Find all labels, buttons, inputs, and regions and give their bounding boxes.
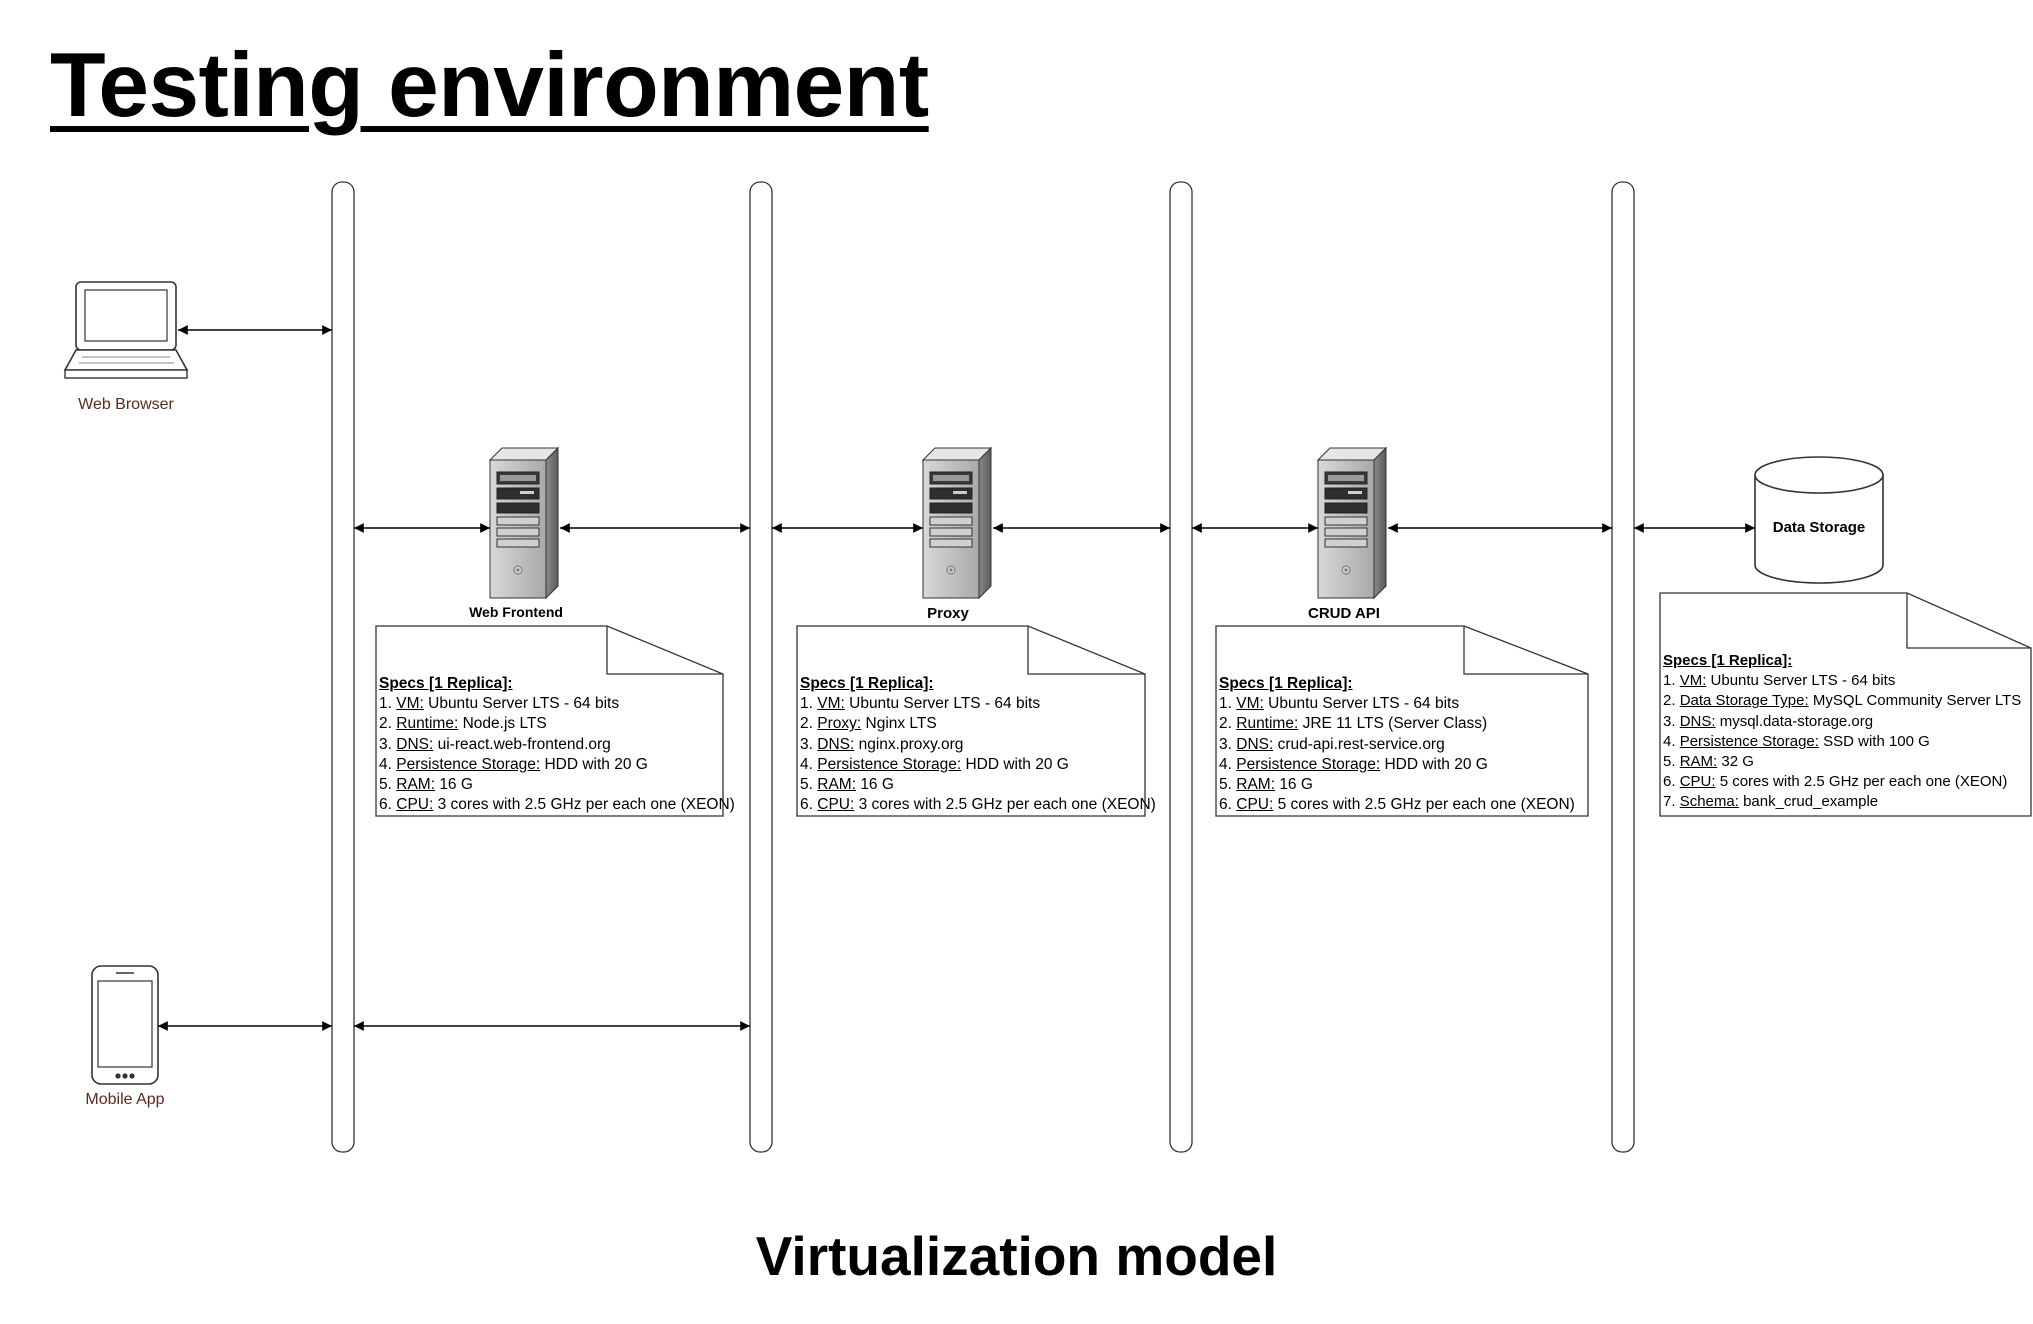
- crud-api-label: CRUD API: [1308, 605, 1380, 622]
- web-frontend-label: Web Frontend: [469, 604, 563, 620]
- lifeline-bar-4: [1611, 181, 1635, 1153]
- spec-line: 6. CPU: 3 cores with 2.5 GHz per each on…: [800, 796, 1156, 814]
- spec-line: 1. VM: Ubuntu Server LTS - 64 bits: [379, 695, 620, 713]
- specs-header: Specs [1 Replica]:: [1219, 675, 1353, 692]
- database-cylinder-icon: [1754, 456, 1884, 584]
- specs-header: Specs [1 Replica]:: [1663, 652, 1793, 669]
- specs-crud-api: Specs [1 Replica]: 1. VM: Ubuntu Server …: [1219, 674, 1575, 815]
- spec-line: 2. Data Storage Type: MySQL Community Se…: [1663, 692, 2022, 710]
- spec-line: 5. RAM: 32 G: [1663, 753, 1754, 771]
- lifeline-bar-2: [749, 181, 773, 1153]
- spec-line: 3. DNS: ui-react.web-frontend.org: [379, 735, 611, 753]
- spec-line: 7. Schema: bank_crud_example: [1663, 793, 1879, 811]
- web-browser-label: Web Browser: [78, 396, 174, 413]
- lifeline-bar-3: [1169, 181, 1193, 1153]
- spec-line: 4. Persistence Storage: HDD with 20 G: [379, 755, 648, 773]
- spec-line: 3. DNS: crud-api.rest-service.org: [1219, 735, 1445, 753]
- spec-line: 1. VM: Ubuntu Server LTS - 64 bits: [800, 695, 1041, 713]
- footer-title: Virtualization model: [755, 1225, 1278, 1287]
- spec-line: 4. Persistence Storage: HDD with 20 G: [1219, 755, 1488, 773]
- server-tower-icon-proxy: [922, 447, 992, 599]
- specs-header: Specs [1 Replica]:: [800, 675, 934, 692]
- laptop-icon: [63, 281, 189, 379]
- spec-note-proxy: [796, 625, 1146, 817]
- proxy-label: Proxy: [927, 605, 969, 622]
- specs-data-storage: Specs [1 Replica]: 1. VM: Ubuntu Server …: [1663, 651, 2021, 813]
- spec-note-crud-api: [1215, 625, 1589, 817]
- spec-note-web-frontend: [375, 625, 724, 817]
- spec-line: 5. RAM: 16 G: [379, 776, 473, 794]
- server-tower-icon-web-frontend: [489, 447, 559, 599]
- smartphone-icon: [91, 965, 159, 1085]
- spec-line: 2. Proxy: Nginx LTS: [800, 715, 937, 733]
- spec-line: 5. RAM: 16 G: [1219, 776, 1313, 794]
- spec-line: 3. DNS: mysql.data-storage.org: [1663, 712, 1874, 730]
- spec-line: 6. CPU: 5 cores with 2.5 GHz per each on…: [1219, 796, 1575, 814]
- mobile-app-label: Mobile App: [85, 1091, 165, 1108]
- spec-note-data-storage: [1659, 592, 2032, 817]
- spec-line: 2. Runtime: Node.js LTS: [379, 715, 547, 733]
- spec-line: 6. CPU: 5 cores with 2.5 GHz per each on…: [1663, 773, 2008, 791]
- page-title: Testing environment: [50, 35, 929, 136]
- spec-line: 1. VM: Ubuntu Server LTS - 64 bits: [1663, 672, 1896, 690]
- spec-line: 5. RAM: 16 G: [800, 776, 894, 794]
- server-tower-icon-crud-api: [1317, 447, 1387, 599]
- spec-line: 1. VM: Ubuntu Server LTS - 64 bits: [1219, 695, 1460, 713]
- specs-web-frontend: Specs [1 Replica]: 1. VM: Ubuntu Server …: [379, 674, 735, 815]
- spec-line: 6. CPU: 3 cores with 2.5 GHz per each on…: [379, 796, 735, 814]
- data-storage-label: Data Storage: [1772, 519, 1866, 536]
- spec-line: 4. Persistence Storage: HDD with 20 G: [800, 755, 1069, 773]
- spec-line: 3. DNS: nginx.proxy.org: [800, 735, 964, 753]
- spec-line: 4. Persistence Storage: SSD with 100 G: [1663, 732, 1930, 750]
- specs-header: Specs [1 Replica]:: [379, 675, 513, 692]
- spec-line: 2. Runtime: JRE 11 LTS (Server Class): [1219, 715, 1488, 733]
- lifeline-bar-1: [331, 181, 355, 1153]
- specs-proxy: Specs [1 Replica]: 1. VM: Ubuntu Server …: [800, 674, 1156, 815]
